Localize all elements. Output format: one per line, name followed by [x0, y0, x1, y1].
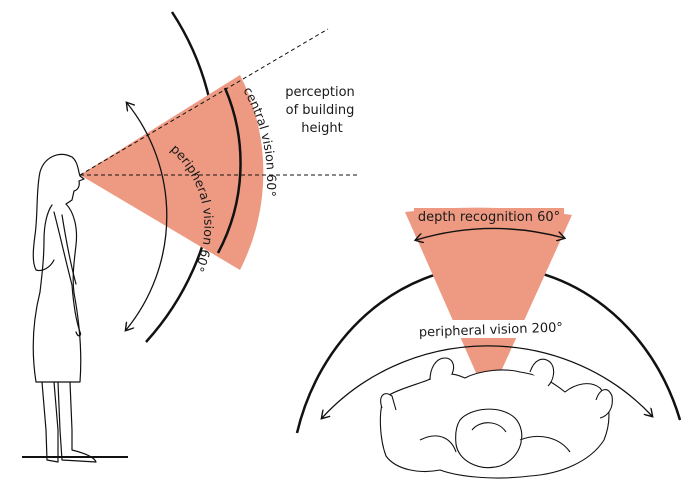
top-view: depth recognition 60° peripheral vision …	[297, 208, 680, 478]
central-vision-cone	[80, 75, 263, 270]
perception-label-line3: height	[301, 121, 342, 136]
top-down-person-figure	[380, 358, 612, 478]
side-view: perception of building height central vi…	[22, 12, 358, 462]
perception-label-line1: perception	[285, 85, 355, 100]
standing-woman-figure	[33, 154, 96, 462]
depth-recognition-label: depth recognition 60°	[418, 210, 560, 225]
perception-label-line2: of building	[286, 103, 355, 118]
